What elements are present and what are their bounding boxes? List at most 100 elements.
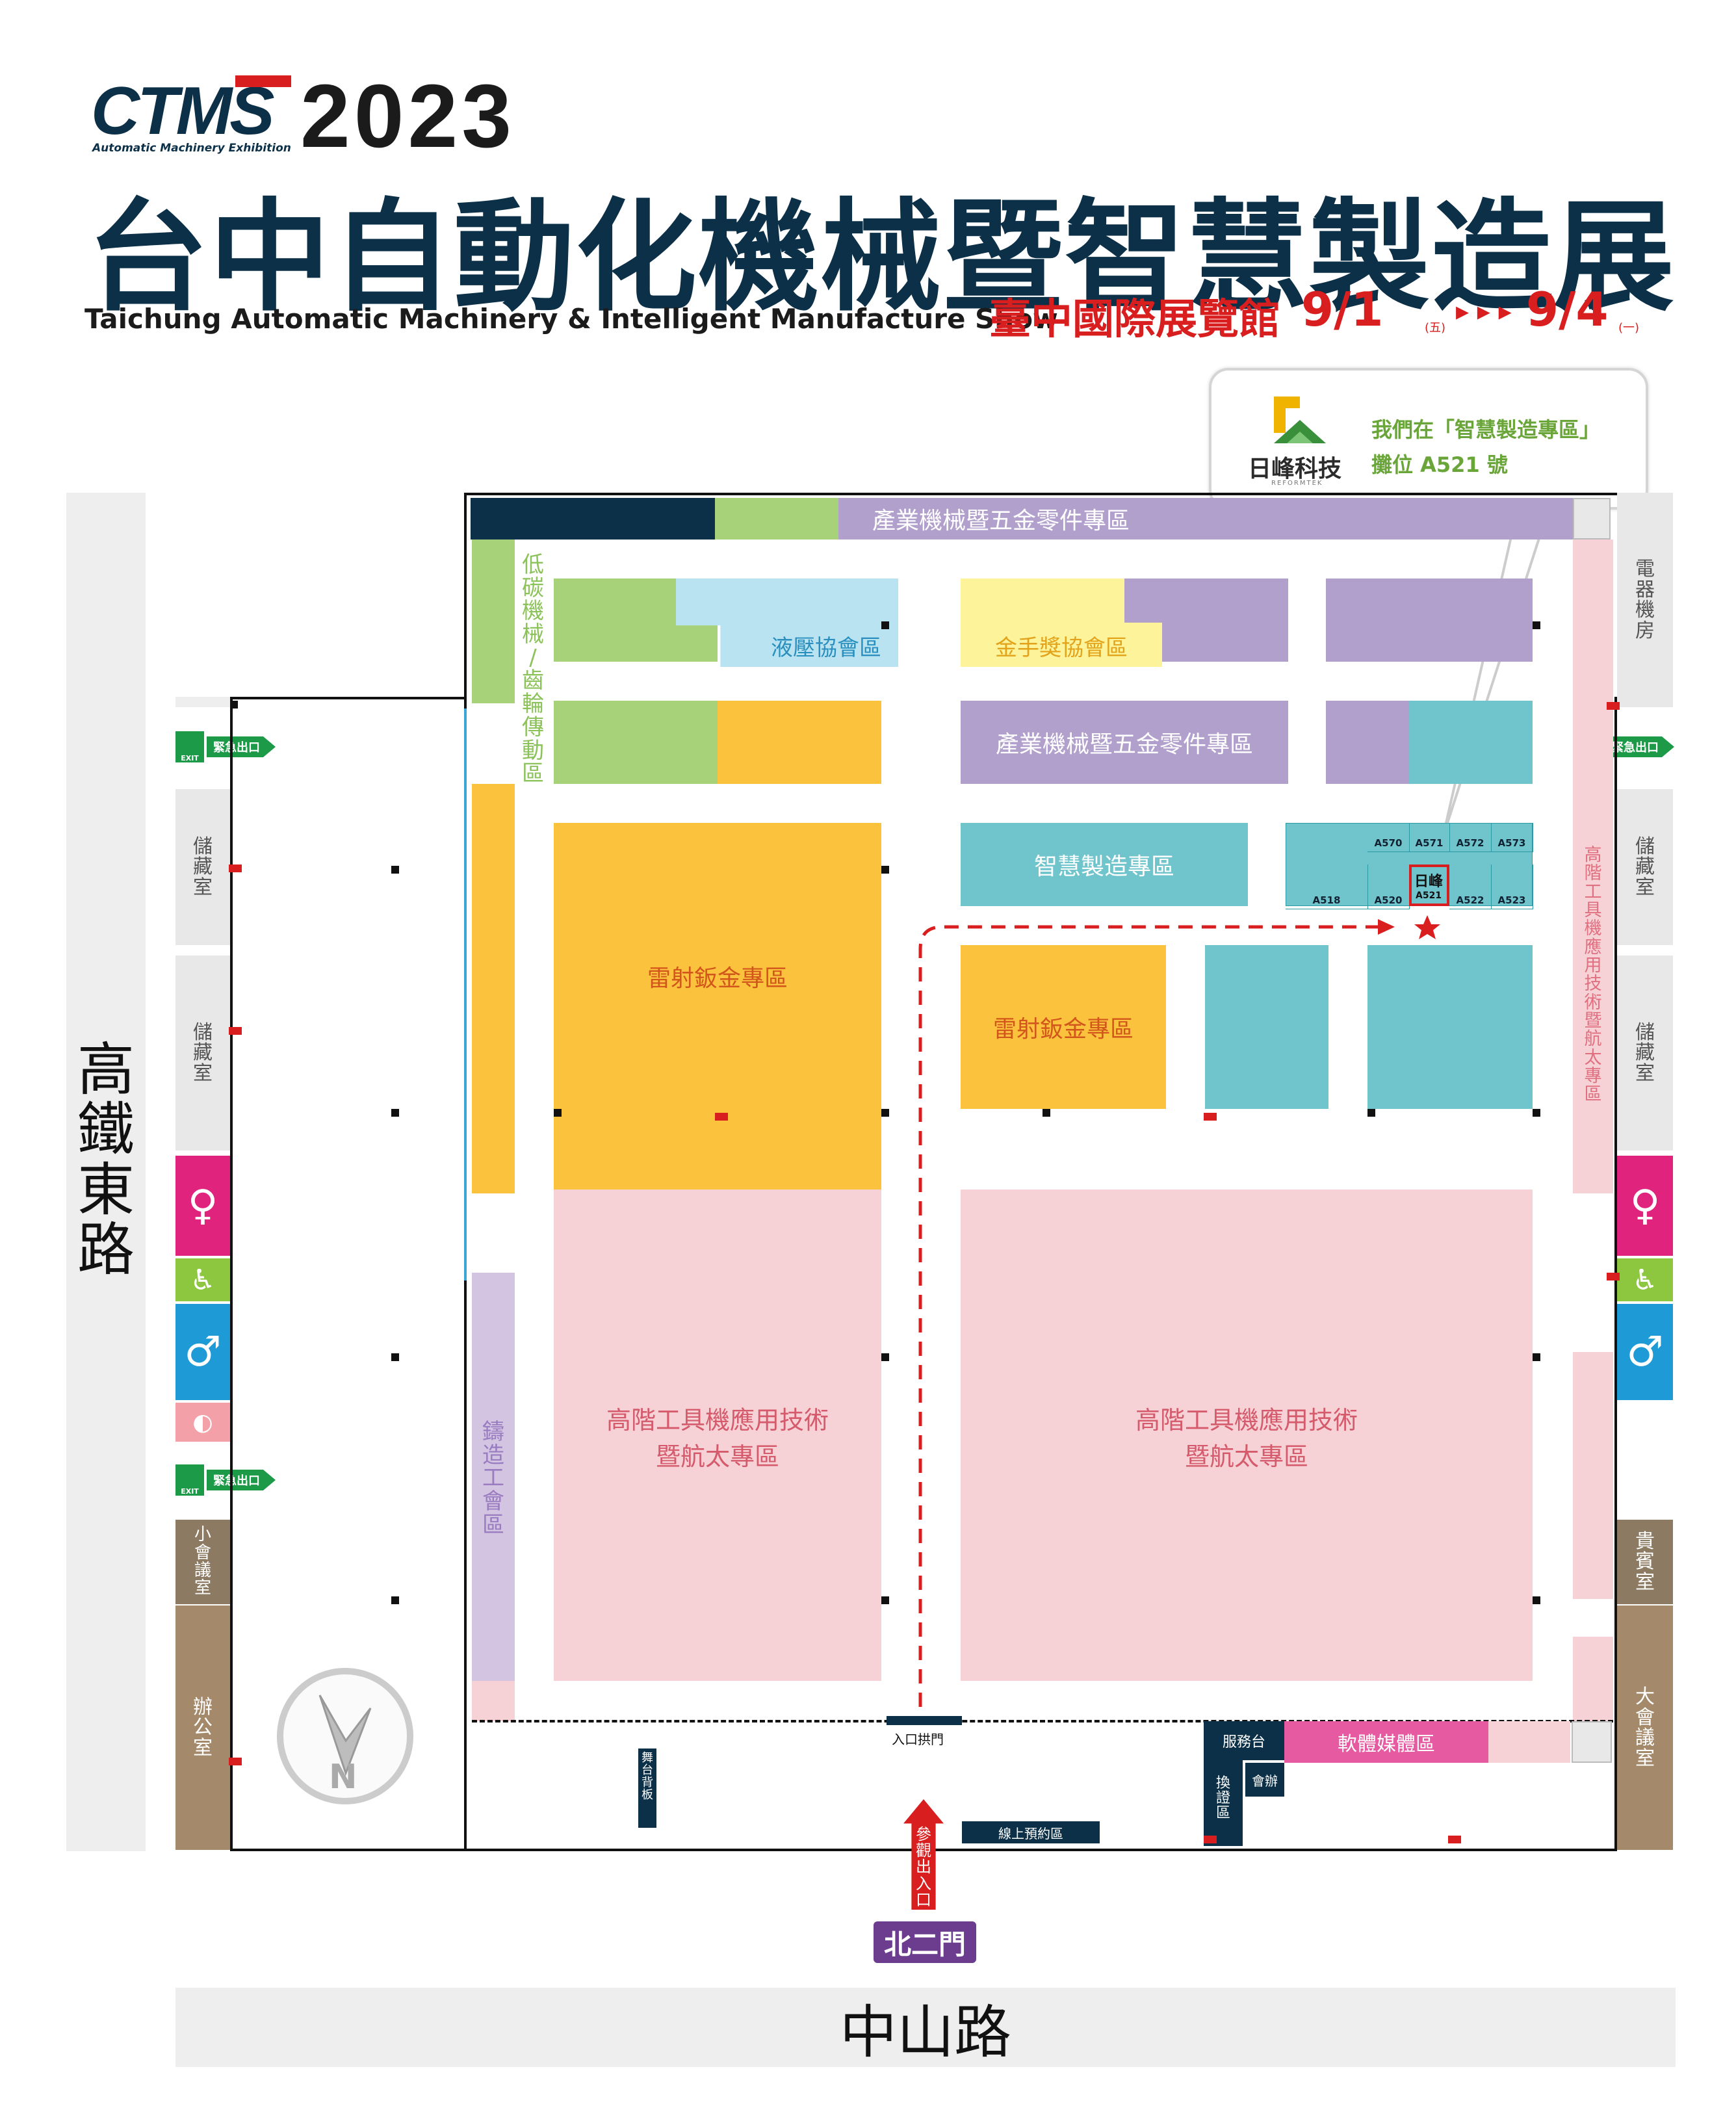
date-end-day: (一) [1618,321,1640,335]
hydrant-marker [1448,1836,1461,1843]
strip-navy [471,498,715,540]
strip-end-box [1573,498,1611,540]
room-large-meeting: 大會議室 [1617,1606,1673,1850]
block-pink-east-1 [1573,1352,1613,1599]
booth-a520[interactable]: A520 [1367,864,1410,909]
booth-a523[interactable]: A523 [1491,864,1533,909]
block-teal-r4b [1367,945,1533,1109]
block-gray-bottom [1572,1721,1612,1763]
emergency-exit-west-2[interactable]: EXIT 緊急出口 [175,1464,276,1496]
entrance-arch-label: 入口拱門 [892,1732,944,1747]
year: 2023 [300,66,515,166]
exit-label: 緊急出口 [207,1470,276,1490]
hydrant-marker [229,1027,242,1035]
pillar [391,866,399,874]
block-purple-r1b [1326,578,1533,662]
room-electrical: 電器機房 [1617,493,1673,707]
pillar [1533,1109,1540,1117]
pillar [391,1596,399,1604]
zone-advanced-left-line2: 暨航太專區 [655,1442,779,1471]
restroom-women-icon: ♀ [175,1156,230,1256]
block-orange-r2 [718,701,881,784]
zone-low-carbon-label: 低碳機械/齒輪傳動區 [522,552,544,787]
restroom-women-east-icon: ♀ [1617,1156,1673,1256]
zone-software-media: 軟體媒體區 [1284,1721,1488,1763]
booth-a573[interactable]: A573 [1491,823,1533,852]
page-title: 台中自動化機械暨智慧製造展 [87,187,1676,328]
date-start-day: (五) [1425,321,1446,335]
restroom-accessible-east-icon: ♿ [1617,1258,1673,1301]
pillar [881,1596,889,1604]
zone-laser-right: 雷射鈑金專區 [961,945,1166,1109]
restroom-accessible-icon: ♿ [175,1258,230,1301]
block-pink-west [472,1681,515,1721]
booth-a522[interactable]: A522 [1449,864,1492,909]
logo-badge [235,75,291,87]
compass: N [277,1668,413,1804]
callout-box: 日峰科技 REFORMTEK 我們在「智慧製造專區」 攤位 A521 號 [1209,368,1648,510]
block-green-r1a [554,578,679,662]
hydrant-marker [229,1758,242,1765]
pillar [881,1353,889,1361]
wall-annex-top [230,697,465,699]
booth-a521-highlight[interactable]: 日峰 A521 [1409,864,1449,906]
pillar [230,701,238,708]
nursing-room-icon: ◐ [175,1403,230,1442]
road-south [175,1988,1676,2067]
corridor-dashed-line [472,1720,1613,1722]
road-south-label: 中山路 [839,1998,1011,2066]
zone-casting-column [472,1273,515,1681]
entrance-arrow[interactable]: 參觀出入口 [903,1799,944,1910]
zone-advanced-east-column [1573,540,1613,1193]
date-arrows-icon: ▸ ▸ ▸ [1456,296,1512,326]
strip-green [715,498,838,540]
route-path [918,915,1440,1707]
date-end: 9/4 [1526,282,1609,337]
venue: 臺中國際展覽館 [989,295,1280,344]
stage-backdrop: 舞台背板 [638,1748,656,1828]
pillar [881,1109,889,1117]
company-name: 日峰科技 [1248,456,1342,482]
hydrant-marker [1607,702,1620,710]
callout-line-2: 攤位 A521 號 [1371,452,1508,477]
gate-north-2[interactable]: 北二門 [874,1921,976,1963]
zone-advanced-right-line2: 暨航太專區 [1184,1442,1308,1471]
zone-casting-label: 鑄造工會區 [482,1419,504,1538]
emergency-exit-west-1[interactable]: EXIT 緊急出口 [175,731,276,763]
block-purple-r2 [1326,701,1409,784]
hydrant-marker [1607,1273,1620,1280]
zone-advanced-right-line1: 高階工具機應用技術 [1135,1406,1358,1435]
booth-a521-name: 日峰 [1414,874,1444,890]
room-office: 辦公室 [175,1606,230,1850]
block-teal-r4a [1205,945,1328,1109]
road-west-label: 高鐵東路 [77,1036,135,1284]
room-storage-west-2: 儲藏室 [175,956,230,1150]
hydrant-marker [715,1113,728,1121]
zone-laser-left: 雷射鈑金專區 [554,823,881,1245]
zone-orange-west-column [472,784,515,1193]
compass-needle-icon [318,1695,372,1776]
west-edge-top [175,697,230,707]
pillar [1367,1109,1375,1117]
wall-top [464,493,1617,495]
badge-exchange[interactable]: 換證區 [1204,1760,1243,1846]
booth-a571[interactable]: A571 [1409,823,1450,852]
pillar [881,866,889,874]
room-storage-east-2: 儲藏室 [1617,956,1673,1150]
exit-icon: EXIT [175,1464,204,1496]
divider-line [464,708,467,1280]
booth-a518[interactable]: A518 [1286,864,1368,909]
restroom-men-east-icon: ♂ [1617,1304,1673,1400]
logo-subtitle: Automatic Machinery Exhibition [92,142,291,155]
callout-pointer [1442,494,1555,838]
booth-a572[interactable]: A572 [1449,823,1492,852]
company-name-en: REFORMTEK [1271,480,1323,487]
room-storage-west-1: 儲藏室 [175,789,230,945]
pillar [1533,1353,1540,1361]
room-vip: 貴賓室 [1617,1520,1673,1604]
room-small-meeting: 小會議室 [175,1520,230,1604]
pillar [881,621,889,629]
service-desk[interactable]: 服務台 [1204,1721,1284,1760]
online-reservation[interactable]: 線上預約區 [962,1821,1100,1843]
booth-a570[interactable]: A570 [1367,823,1410,852]
